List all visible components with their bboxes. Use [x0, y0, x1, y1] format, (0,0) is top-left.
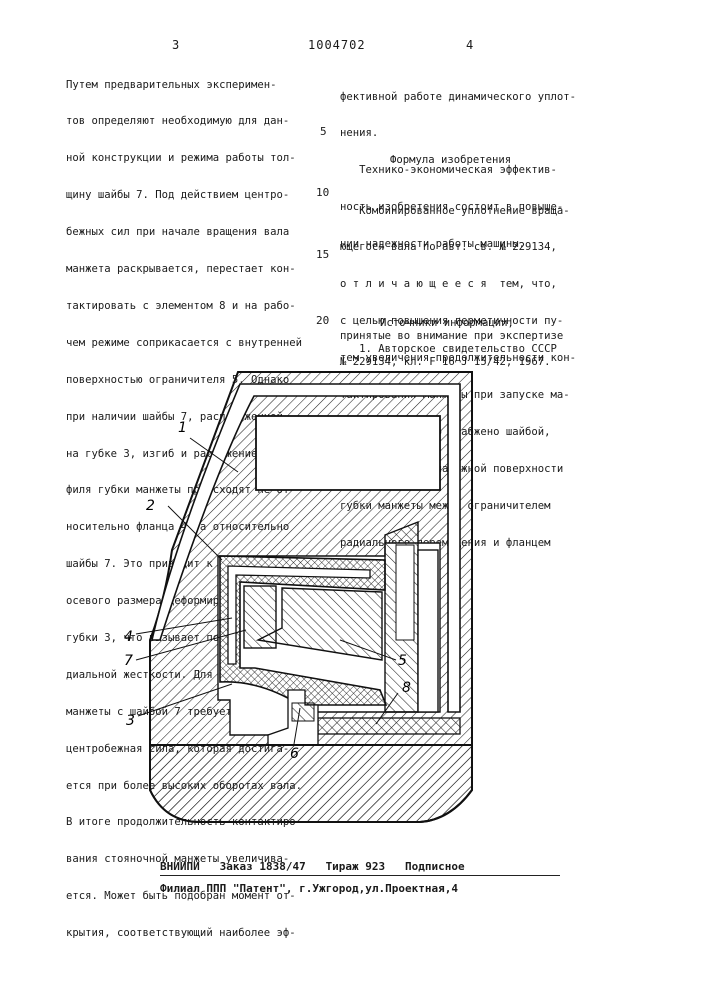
element-6-block — [292, 703, 314, 721]
figure-label: 2 — [146, 498, 155, 514]
shaft — [150, 745, 472, 822]
figure-label: 8 — [402, 680, 411, 696]
figure-label: 6 — [290, 746, 299, 762]
element-8 — [318, 718, 460, 734]
footer-publisher: Филиал ППП "Патент", г.Ужгород,ул.Проект… — [160, 882, 458, 895]
footer-divider — [160, 875, 560, 876]
footer-print-info: ВНИИПИ Заказ 1838/47 Тираж 923 Подписное — [160, 860, 465, 873]
upper-cavity — [256, 416, 440, 490]
right-channel — [418, 550, 438, 712]
figure-label: 3 — [126, 713, 135, 729]
figure-label: 4 — [124, 629, 133, 645]
figure-label: 1 — [178, 420, 187, 436]
figure-label: 5 — [398, 653, 407, 669]
plate-inner-gap — [396, 545, 414, 640]
figure-label: 7 — [124, 653, 133, 669]
